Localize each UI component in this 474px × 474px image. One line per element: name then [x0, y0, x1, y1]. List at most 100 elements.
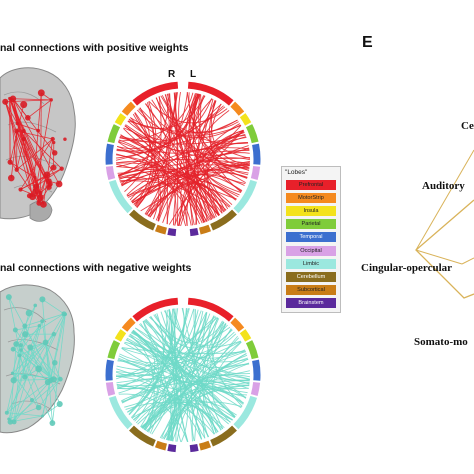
connection-chord [118, 309, 199, 394]
lobe-segment [129, 425, 156, 447]
brain-edge [36, 99, 52, 187]
lobe-segment [245, 340, 259, 360]
brain-node [18, 187, 23, 192]
brain-node [37, 89, 45, 97]
brain-node [21, 128, 26, 133]
connection-chord [121, 331, 235, 359]
network-label-cingular-opercular: Cingular-opercular [361, 262, 453, 274]
connection-chord [154, 313, 236, 418]
negative-weights-title: nal connections with negative weights [0, 262, 192, 274]
lobe-segment [167, 444, 177, 453]
connection-chord [135, 383, 247, 424]
lobe-segment [132, 81, 179, 106]
brain-node [59, 166, 64, 171]
connection-chord [145, 321, 225, 432]
brain-positive-connections [2, 89, 67, 208]
connection-chord [182, 308, 249, 363]
brain-edge [8, 296, 53, 380]
brain-node [43, 171, 51, 179]
brain-node [35, 404, 42, 411]
brain-edge [29, 347, 40, 370]
lobe-segment [187, 81, 234, 106]
lobe-segment [114, 329, 127, 342]
connection-chord [128, 118, 227, 211]
legend-item-temporal: Temporal [286, 232, 336, 243]
brain-node [17, 353, 22, 358]
brain-node [57, 376, 63, 382]
brain-edge [52, 314, 66, 424]
lobe-segment [129, 209, 156, 231]
connection-chord [178, 91, 242, 193]
brain-edge [15, 313, 65, 345]
brain-node [15, 121, 19, 126]
brain-node [51, 359, 58, 366]
brain-node [2, 98, 9, 105]
connection-chord [157, 174, 243, 222]
brain-edge [13, 349, 22, 422]
legend-item-motorstrip: MotorStrip [286, 193, 336, 204]
connection-chord [142, 321, 233, 421]
connection-chord [141, 387, 245, 429]
brain-edge [8, 407, 39, 420]
brain-edge [12, 342, 46, 374]
brain-node [7, 174, 15, 182]
connection-chord [135, 327, 249, 368]
connection-chord [117, 328, 232, 390]
legend-item-cerebellum: Cerebellum [286, 271, 336, 282]
brain-node [40, 319, 45, 324]
brain-node [19, 348, 23, 352]
legend-title: "Lobes" [285, 169, 308, 176]
connection-chord [116, 383, 215, 435]
connection-chord [118, 108, 155, 178]
brain-node [32, 188, 39, 195]
brain-node [50, 164, 57, 171]
brain-node [49, 98, 53, 102]
connection-chord [116, 148, 161, 222]
brain-node [33, 303, 38, 308]
brain-edge [50, 380, 61, 405]
connection-chord [169, 312, 208, 441]
lobe-segment [107, 340, 121, 360]
connection-chord [116, 153, 197, 225]
brain-node [36, 200, 42, 206]
connection-chord [186, 92, 250, 166]
connection-chord [134, 112, 153, 207]
connection-chord [128, 309, 172, 416]
connection-chord [170, 363, 250, 441]
connection-chord [211, 318, 243, 407]
brain-node [48, 181, 53, 187]
lobe-segment [187, 297, 234, 322]
brain-node [29, 397, 35, 402]
brain-node [40, 201, 47, 208]
brain-edge [9, 98, 18, 170]
brain-node [25, 309, 33, 317]
brain-node [51, 331, 57, 337]
lobe-segment [108, 179, 133, 214]
connection-chord [168, 363, 250, 441]
lobe-segment [250, 165, 261, 180]
brain-node [36, 128, 41, 133]
connection-chord [116, 378, 176, 440]
brain-edge [9, 98, 50, 182]
connection-chord [132, 125, 242, 204]
lobe-segment [105, 165, 116, 180]
legend-item-limbic: Limbic [286, 258, 336, 269]
connection-chord [132, 330, 236, 418]
connection-chord [172, 95, 205, 226]
network-label-cerebellum: Ce [461, 120, 474, 132]
lobe-segment [239, 329, 252, 342]
lobe-segment [105, 381, 116, 396]
lobe-segment [132, 297, 179, 322]
brain-edge [42, 299, 53, 424]
brain-edge [9, 347, 31, 423]
brain-node [10, 377, 17, 384]
brain-edge [8, 296, 26, 378]
connection-chord [127, 182, 233, 206]
connection-chord [121, 347, 248, 394]
connection-chord [144, 313, 164, 431]
brain-edge [4, 101, 51, 185]
lobe-segment [252, 359, 261, 381]
lobe-segment [210, 209, 237, 231]
